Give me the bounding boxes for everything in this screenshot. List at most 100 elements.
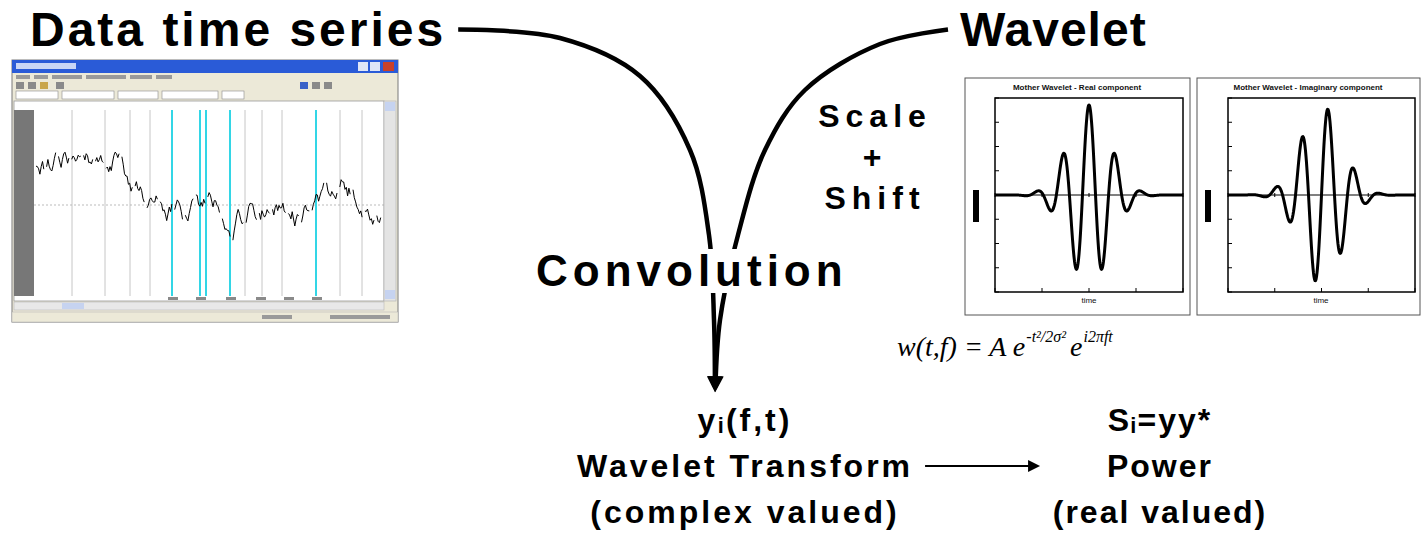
wavelet-curve — [995, 243, 999, 244]
wavelet-curve — [1368, 193, 1369, 197]
software-screenshot — [162, 91, 218, 99]
wavelet-curve — [1228, 98, 1232, 99]
software-screenshot — [245, 110, 246, 296]
wavelet-curve — [995, 288, 996, 292]
wavelet-curve — [1321, 288, 1322, 292]
wavelet-curve — [1368, 288, 1369, 292]
wavelet-curve — [1228, 109, 1415, 280]
text-group: yᵢ(f,t)Wavelet Transform(complex valued) — [569, 393, 921, 539]
result-text: (real valued) — [1053, 489, 1268, 535]
software-screenshot — [196, 297, 206, 300]
wavelet-curve — [995, 267, 999, 268]
connector-layer — [458, 30, 1036, 467]
software-screenshot — [312, 297, 322, 300]
wavelet-curve — [995, 219, 999, 220]
axis-label: time — [1081, 296, 1096, 306]
formula-exponent: i2πft — [1083, 320, 1112, 354]
result-text: Power — [1053, 443, 1268, 489]
wavelet-plot-real — [995, 98, 1183, 292]
software-screenshot — [72, 110, 73, 296]
software-screenshot — [34, 75, 48, 79]
software-screenshot — [229, 110, 231, 296]
software-screenshot — [385, 102, 395, 111]
text-group: Data time series — [22, 0, 454, 61]
software-screenshot — [150, 110, 151, 296]
wavelet-curve — [995, 146, 999, 147]
software-screenshot — [226, 297, 236, 300]
software-screenshot — [130, 110, 131, 296]
software-screenshot — [14, 110, 34, 296]
plot-title: Mother Wavelet - Imaginary component — [1233, 83, 1382, 93]
software-screenshot — [222, 91, 244, 99]
input-heading: Wavelet — [960, 2, 1147, 57]
wavelet-plot-real — [965, 78, 1190, 315]
wavelet-curve — [1042, 288, 1043, 292]
software-screenshot — [28, 82, 36, 89]
software-screenshot — [370, 62, 380, 71]
software-screenshot — [168, 297, 322, 300]
software-screenshot — [130, 75, 152, 79]
wavelet-plot-imaginary — [1197, 78, 1420, 315]
time-series-trace — [36, 152, 381, 240]
result-text: (complex valued) — [577, 489, 913, 535]
wavelet-curve — [1228, 122, 1232, 123]
software-screenshot — [16, 82, 24, 89]
operation-label: Convolution — [533, 249, 851, 293]
software-screenshot — [324, 82, 332, 89]
wavelet-curve — [995, 122, 999, 123]
software-screenshot — [72, 110, 362, 296]
software-screenshot — [384, 101, 396, 301]
software-screenshot — [284, 297, 294, 300]
result-text: Sᵢ=yy* — [1053, 397, 1268, 443]
wavelet-curve — [1183, 288, 1184, 292]
input-heading: Data time series — [30, 2, 446, 57]
software-screenshot — [156, 75, 172, 79]
software-screenshot — [16, 75, 30, 79]
software-screenshot — [262, 110, 263, 296]
software-screenshot — [12, 312, 398, 322]
result-text: Wavelet Transform — [577, 443, 913, 489]
software-screenshot — [14, 101, 384, 301]
wavelet-curve — [1228, 170, 1232, 171]
wavelet-curve — [995, 105, 1183, 269]
software-screenshot — [40, 82, 48, 89]
software-screenshot — [14, 302, 384, 310]
software-screenshot — [256, 297, 266, 300]
wavelet-curve — [1089, 288, 1090, 292]
software-screenshot — [312, 82, 320, 89]
software-screenshot — [168, 297, 178, 300]
wavelet-curve — [1228, 146, 1232, 147]
wavelet-curve — [995, 292, 999, 293]
software-screenshot — [12, 60, 398, 322]
wavelet-formula: w(t,f) = A e-t²/2σ²ei2πft — [893, 330, 1113, 368]
operation-label: Scale + Shift — [815, 96, 935, 219]
flow-curve — [458, 30, 715, 388]
software-screenshot — [56, 82, 64, 89]
software-screenshot — [105, 110, 106, 296]
software-screenshot — [171, 110, 173, 296]
software-screenshot — [358, 62, 368, 71]
time-series-trace — [36, 152, 381, 240]
software-screenshot — [62, 303, 84, 309]
flow-arrow — [925, 465, 1036, 467]
software-screenshot — [315, 110, 317, 296]
software-screenshot — [340, 110, 341, 296]
wavelet-curve — [1228, 219, 1232, 220]
wavelet-curve — [1228, 243, 1232, 244]
software-screenshot — [282, 110, 283, 296]
software-screenshot — [300, 82, 308, 89]
wavelet-curve — [1228, 98, 1415, 292]
software-screenshot — [52, 75, 82, 79]
axis-label: time — [1313, 296, 1328, 306]
software-screenshot — [383, 62, 394, 71]
software-screenshot — [385, 290, 395, 299]
plot-title: Mother Wavelet - Real component — [1013, 83, 1141, 93]
software-screenshot — [172, 110, 316, 296]
wavelet-curve — [1274, 288, 1275, 292]
wavelet-curve — [1089, 193, 1090, 197]
wavelet-curve — [1274, 193, 1275, 197]
software-screenshot — [34, 205, 384, 206]
software-screenshot — [330, 315, 390, 319]
software-screenshot — [12, 60, 398, 322]
software-screenshot — [262, 315, 292, 319]
